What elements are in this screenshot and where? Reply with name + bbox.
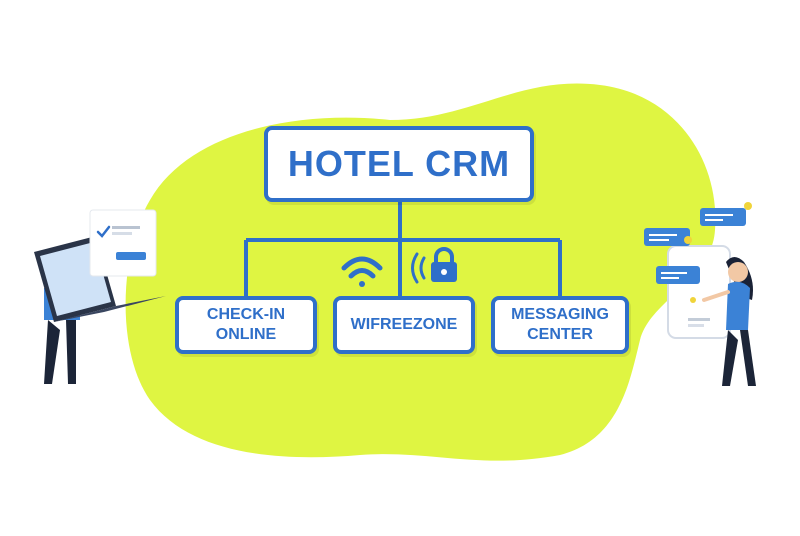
hotel-crm-root-node: HOTEL CRM: [264, 126, 534, 202]
checkmark-icon: [96, 225, 111, 238]
chat-bubble-icon: [656, 266, 700, 284]
node-label-line: ONLINE: [215, 326, 277, 343]
messaging-center-node: MESSAGING CENTER: [491, 296, 629, 354]
node-label-line: CENTER: [527, 326, 593, 343]
connector-lines: [244, 202, 562, 296]
wireless-lock-icon: [411, 247, 457, 284]
node-label-line: WIFREEZONE: [350, 316, 458, 333]
wifi-icon: [341, 256, 383, 287]
chat-bubble-icon: [700, 202, 752, 226]
node-label-line: CHECK-IN: [206, 306, 286, 323]
root-label: HOTEL CRM: [287, 143, 511, 184]
node-label-line: MESSAGING: [511, 306, 609, 323]
chat-bubble-icon: [644, 228, 692, 246]
check-in-online-node: CHECK-IN ONLINE: [175, 296, 317, 354]
wifreezone-node: WIFREEZONE: [333, 296, 475, 354]
person-woman-icon: [702, 257, 756, 386]
smartphone-icon: [667, 245, 731, 339]
floating-window: [89, 209, 157, 277]
